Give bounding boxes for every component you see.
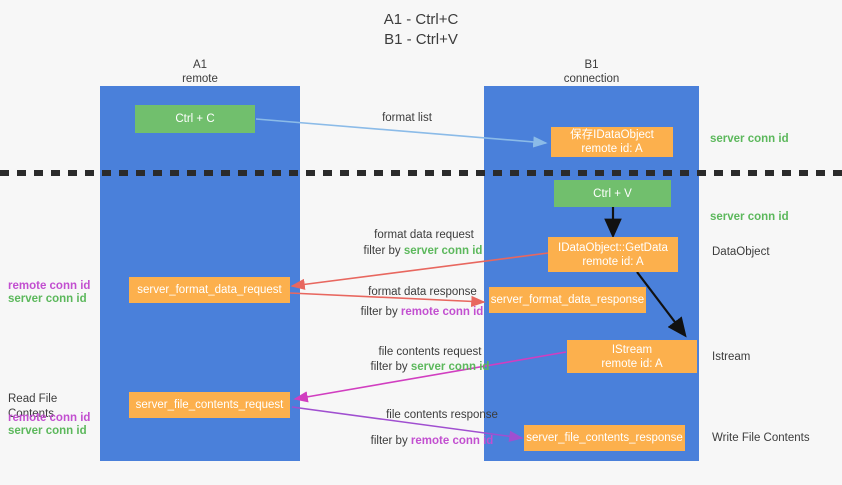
box-ctrl-c-label: Ctrl + C [175, 113, 215, 125]
box-save-idataobject-line2: remote id: A [581, 143, 643, 155]
filter-value-server-conn-id: server conn id [403, 245, 483, 257]
edge-label-format-data-response-text: format data response [368, 286, 477, 298]
column-a1-sub: remote [182, 73, 218, 85]
box-ctrl-v-label: Ctrl + V [593, 187, 632, 200]
box-ctrl-c[interactable]: Ctrl + C [135, 105, 255, 133]
edge-label-file-contents-response-filter: filter by remote conn id [342, 434, 522, 449]
box-server-format-data-response[interactable]: server_format_data_response [489, 287, 646, 313]
box-istream[interactable]: IStream remote id: A [567, 340, 697, 373]
edge-label-file-contents-request: file contents request [355, 345, 505, 360]
edge-label-format-list: format list [352, 111, 462, 126]
edge-label-file-contents-response-text: file contents response [386, 409, 498, 421]
note-file-remote-conn-id: remote conn id [8, 412, 91, 424]
note-dataobject: DataObject [712, 246, 770, 258]
title-line-2: B1 - Ctrl+V [384, 31, 458, 48]
column-header-a1: A1 remote [100, 58, 300, 86]
edge-label-format-list-text: format list [382, 112, 432, 124]
box-save-idataobject[interactable]: 保存IDataObject remote id: A [551, 127, 673, 157]
box-getdata-line1: IDataObject::GetData [558, 241, 668, 254]
filter-prefix: filter by [370, 435, 411, 447]
column-b1-name: B1 [584, 59, 599, 71]
box-getdata-line2: remote id: A [582, 255, 644, 268]
note-format-server-conn-id: server conn id [8, 293, 87, 305]
box-ctrl-v[interactable]: Ctrl + V [554, 180, 671, 207]
edge-label-format-data-response-filter: filter by remote conn id [332, 305, 512, 320]
filter-prefix: filter by [370, 361, 411, 373]
box-server-format-data-request-label: server_format_data_request [137, 284, 282, 296]
edge-label-file-contents-response: file contents response [362, 408, 522, 423]
note-istream: Istream [712, 351, 751, 363]
note-write-file-contents: Write File Contents [712, 432, 810, 444]
filter-prefix: filter by [363, 245, 404, 257]
note-read-file-contents: Read File Contents [8, 393, 58, 420]
filter-prefix: filter by [360, 306, 401, 318]
column-b1-sub: connection [563, 73, 620, 85]
filter-value-remote-conn-id: remote conn id [410, 435, 494, 447]
box-server-file-contents-request[interactable]: server_file_contents_request [129, 392, 290, 418]
filter-value-server-conn-id: server conn id [410, 361, 490, 373]
box-istream-line1: IStream [611, 343, 653, 356]
edge-label-file-contents-request-filter: filter by server conn id [345, 360, 515, 375]
box-getdata[interactable]: IDataObject::GetData remote id: A [548, 237, 678, 272]
box-save-idataobject-line1: 保存IDataObject [570, 129, 654, 141]
box-server-file-contents-response-label: server_file_contents_response [526, 432, 683, 444]
edge-label-format-data-request: format data request [344, 228, 504, 243]
box-istream-line2: remote id: A [601, 357, 663, 370]
edge-label-format-data-request-filter: filter by server conn id [338, 244, 508, 259]
column-header-b1: B1 connection [484, 58, 699, 86]
box-server-file-contents-response[interactable]: server_file_contents_response [524, 425, 685, 451]
title-line-1: A1 - Ctrl+C [383, 11, 459, 28]
box-server-file-contents-request-label: server_file_contents_request [135, 399, 284, 411]
note-format-remote-conn-id: remote conn id [8, 280, 91, 292]
column-a1-name: A1 [192, 59, 208, 71]
note-server-conn-id-second: server conn id [710, 211, 789, 223]
edge-label-file-contents-request-text: file contents request [378, 346, 482, 358]
note-server-conn-id-top: server conn id [710, 133, 789, 145]
edge-label-format-data-request-text: format data request [374, 229, 474, 241]
box-server-format-data-response-label: server_format_data_response [490, 294, 645, 306]
note-file-server-conn-id: server conn id [8, 425, 87, 437]
box-server-format-data-request[interactable]: server_format_data_request [129, 277, 290, 303]
page-title: A1 - Ctrl+C B1 - Ctrl+V [0, 10, 842, 50]
filter-value-remote-conn-id: remote conn id [400, 306, 484, 318]
edge-label-format-data-response: format data response [340, 285, 505, 300]
